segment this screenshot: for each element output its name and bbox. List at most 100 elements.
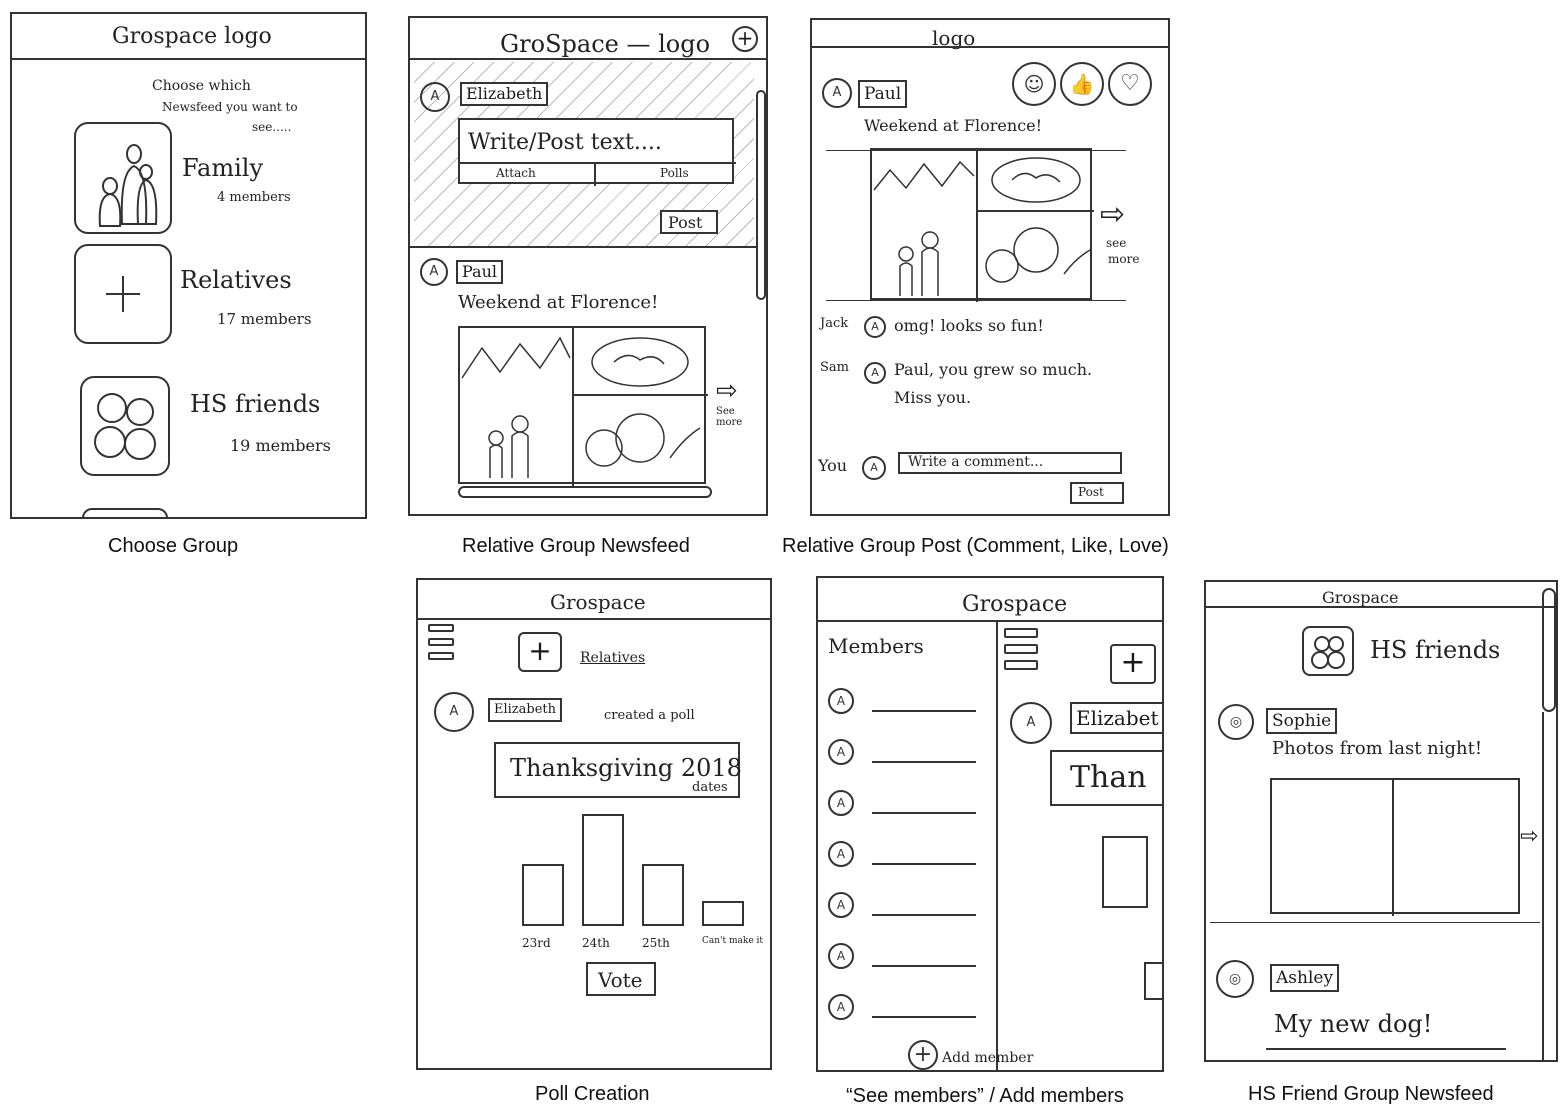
photo-mountain-icon [461, 336, 571, 478]
friends-icon [80, 376, 170, 476]
photo-grid[interactable] [458, 326, 708, 486]
poll-option-label: Can't make it [702, 936, 764, 946]
app-header-title: Grospace [1322, 588, 1399, 607]
group-name: Family [182, 154, 263, 182]
members-drawer-edge [996, 620, 998, 1070]
vote-button-label: Vote [598, 968, 643, 992]
member-name-line[interactable] [872, 812, 976, 814]
comment-input[interactable]: Write a comment... [898, 452, 1122, 474]
composer-input[interactable]: Write/Post text.... Attach Polls [458, 118, 736, 186]
member-name-line[interactable] [872, 914, 976, 916]
poll-option-label: 24th [582, 936, 610, 950]
post-text: Weekend at Florence! [458, 292, 659, 313]
group-name: HS friends [1370, 636, 1501, 664]
header-divider [818, 620, 1162, 622]
comment-author: Jack [820, 316, 849, 331]
member-avatar-icon: A [828, 688, 854, 714]
photo-grid-divider [572, 328, 574, 486]
member-name-line[interactable] [872, 863, 976, 865]
user-avatar-icon: A [864, 362, 886, 384]
composer-placeholder: Write/Post text.... [468, 130, 662, 155]
user-avatar-icon: A [1010, 702, 1052, 744]
you-label: You [818, 456, 848, 475]
user-avatar-icon: A [420, 258, 448, 286]
next-arrow-icon[interactable]: ⇨ [716, 376, 738, 406]
group-member-count: 4 members [217, 190, 291, 205]
member-name-line[interactable] [872, 1016, 976, 1018]
family-icon [74, 122, 172, 234]
next-arrow-icon[interactable]: ⇨ [1520, 824, 1539, 849]
post-text: Photos from last night! [1272, 738, 1483, 759]
vertical-scrollbar[interactable] [1542, 588, 1556, 712]
choose-prompt: Choose which [152, 78, 251, 94]
photo-grid-divider [976, 210, 1094, 212]
comment-text: Miss you. [894, 388, 972, 407]
horizontal-scrollbar[interactable] [458, 486, 712, 498]
user-name-tag: Paul [456, 260, 504, 284]
user-name-tag: Paul [858, 80, 908, 108]
poll-option-bar[interactable] [642, 864, 684, 926]
relative-newsfeed-screen: GroSpace — logo + A Elizabeth Write/Post… [408, 16, 768, 516]
poll-subtitle: dates [692, 780, 728, 795]
see-more-link[interactable]: see [1106, 236, 1127, 250]
photo-mountain-icon [873, 160, 975, 296]
photo-food-icon [591, 337, 689, 387]
polls-button[interactable]: Polls [660, 166, 689, 180]
hs-newsfeed-screen: Grospace HS friends ◎ Sophie Photos from… [1204, 580, 1558, 1062]
like-reaction-icon[interactable]: 👍 [1060, 62, 1104, 106]
poll-option-bar[interactable] [582, 814, 624, 926]
relative-post-screen: logo A Paul ☺ 👍 ♡ Weekend at Florence! ⇨… [810, 18, 1170, 516]
comment-author: Sam [820, 360, 849, 375]
member-name-line[interactable] [872, 965, 976, 967]
menu-icon[interactable] [1004, 628, 1040, 680]
user-name-tag: Elizabeth [488, 698, 563, 722]
next-arrow-icon[interactable]: ⇨ [1100, 197, 1126, 232]
poll-option-bar[interactable] [702, 901, 744, 926]
comment-reaction-icon[interactable]: ☺ [1012, 62, 1056, 106]
member-name-line[interactable] [872, 761, 976, 763]
caption-choose-group: Choose Group [108, 535, 239, 557]
photo-grid[interactable] [1270, 778, 1520, 916]
scroll-track [1542, 712, 1544, 1060]
vertical-scrollbar[interactable] [756, 90, 766, 300]
member-name-line[interactable] [872, 710, 976, 712]
user-name-tag: Elizabet [1070, 702, 1162, 734]
poll-bar-peek [1102, 836, 1148, 908]
see-more-link[interactable]: more [1108, 252, 1140, 266]
member-avatar-icon: A [828, 892, 854, 918]
choose-prompt: Newsfeed you want to [162, 100, 298, 114]
see-more-link[interactable]: See more [716, 406, 743, 428]
composer-divider [410, 246, 758, 248]
add-icon[interactable]: + [1110, 644, 1156, 684]
menu-icon[interactable] [428, 622, 458, 666]
member-avatar-icon: A [828, 841, 854, 867]
comment-post-button[interactable]: Post [1070, 482, 1124, 504]
menu-icon-bar [1004, 628, 1038, 638]
poll-option-bar[interactable] [522, 864, 564, 926]
composer-toolbar-split [594, 162, 596, 186]
love-reaction-icon[interactable]: ♡ [1108, 62, 1152, 106]
group-name: Relatives [580, 650, 646, 666]
add-member-label: Add member [942, 1050, 1034, 1066]
member-avatar-icon: A [828, 943, 854, 969]
photo-grid-divider [1392, 780, 1394, 916]
vote-button[interactable]: Vote [586, 962, 656, 996]
app-header-title: Grospace [962, 592, 1068, 617]
caption-poll-creation: Poll Creation [535, 1083, 650, 1105]
group-name: HS friends [190, 390, 321, 418]
user-name-tag: Sophie [1266, 708, 1338, 734]
post-button[interactable]: Post [660, 210, 718, 234]
group-member-count: 17 members [217, 310, 312, 328]
photo-grid[interactable] [870, 148, 1094, 302]
menu-icon-bar [1004, 644, 1038, 654]
friends-icon [1302, 626, 1354, 676]
group-item-partial[interactable] [82, 508, 168, 517]
photo-grid-divider [976, 150, 978, 302]
comment-text: omg! looks so fun! [894, 316, 1044, 335]
add-icon[interactable]: + [732, 26, 758, 52]
menu-icon-bar [1004, 660, 1038, 670]
member-avatar-icon: A [828, 790, 854, 816]
attach-button[interactable]: Attach [496, 166, 536, 180]
